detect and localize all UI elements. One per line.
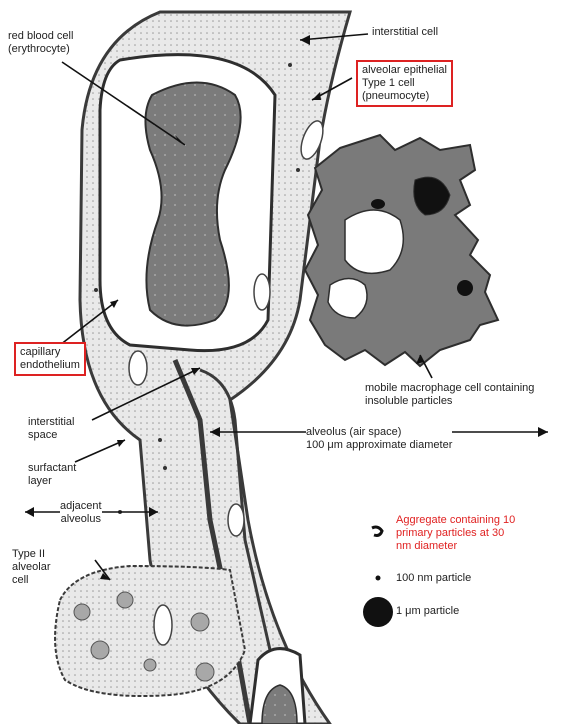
legend-100nm-text: 100 nm particle: [396, 572, 471, 585]
macrophage-particle: [457, 280, 473, 296]
label-surfactant: surfactant layer: [28, 462, 76, 488]
label-type2-cell: Type II alveolar cell: [12, 548, 51, 587]
label-rbc: red blood cell (erythrocyte): [8, 30, 73, 56]
label-alveolus: alveolus (air space) 100 μm approximate …: [306, 426, 452, 452]
organelle: [129, 351, 147, 385]
label-capillary-endothelium: capillary endothelium: [14, 342, 86, 376]
particle-1um-glyph: [363, 597, 393, 627]
label-adjacent-alveolus: adjacent alveolus: [60, 500, 102, 526]
legend-aggregate-text: Aggregate containing 10 primary particle…: [396, 514, 515, 553]
label-macrophage: mobile macrophage cell containing insolu…: [365, 382, 534, 408]
organelle: [254, 274, 270, 310]
particle-100nm-glyph: [376, 576, 381, 581]
label-interstitial-space: interstitial space: [28, 416, 74, 442]
aggregate-glyph: [372, 527, 382, 536]
legend-1um-text: 1 μm particle: [396, 605, 459, 618]
organelle: [154, 605, 172, 645]
macrophage-vacuole: [345, 210, 403, 273]
organelle: [228, 504, 244, 536]
label-interstitial-cell: interstitial cell: [372, 26, 438, 39]
macrophage-particle: [371, 199, 385, 209]
type2-cell: [55, 566, 245, 696]
label-type1-cell: alveolar epithelial Type 1 cell (pneumoc…: [356, 60, 453, 107]
